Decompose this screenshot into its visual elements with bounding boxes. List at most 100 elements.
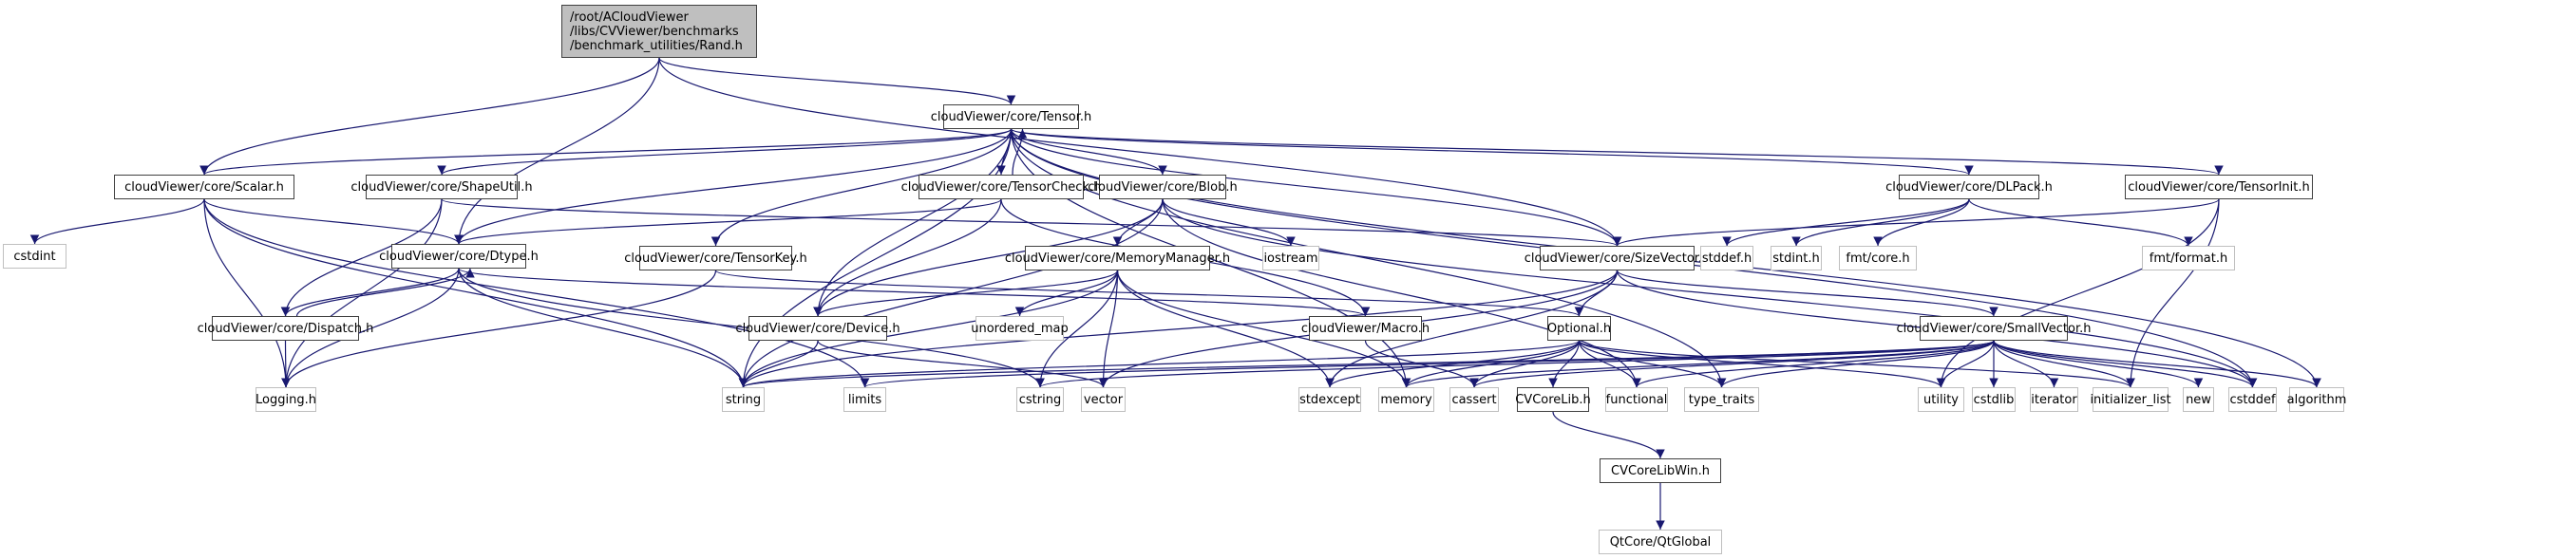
node-algorithm[interactable]: algorithm [2286, 387, 2347, 412]
node-tensorkey[interactable]: cloudViewer/core/TensorKey.h [624, 246, 807, 270]
edge-dtype-to-logging [281, 268, 460, 388]
node-dispatch[interactable]: cloudViewer/core/Dispatch.h [198, 316, 373, 341]
node-fmtcore[interactable]: fmt/core.h [1839, 246, 1917, 270]
edge-blob-to-iostream [1162, 198, 1296, 247]
edge-smallvector-to-cstring [1035, 340, 1995, 388]
node-label: cloudViewer/core/Blob.h [1088, 179, 1238, 195]
node-label: stdexcept [1299, 392, 1360, 407]
edge-blob-to-cstddef [1162, 198, 2258, 388]
node-initializer-list[interactable]: initializer_list [2090, 387, 2171, 412]
edge-memorymanager-to-string [738, 270, 1119, 388]
edge-smallvector-to-limits [861, 340, 1995, 388]
node-memorymanager[interactable]: cloudViewer/core/MemoryManager.h [1005, 246, 1230, 270]
node-tensor[interactable]: cloudViewer/core/Tensor.h [931, 104, 1091, 129]
edge-sizevector-to-string [738, 270, 1619, 388]
node-label: cloudViewer/core/Dispatch.h [197, 321, 374, 336]
node-scalar[interactable]: cloudViewer/core/Scalar.h [114, 175, 294, 199]
node-cvcorelibwin[interactable]: CVCoreLibWin.h [1600, 458, 1721, 483]
node-smallvector[interactable]: cloudViewer/core/SmallVector.h [1896, 316, 2092, 341]
node-label: limits [847, 392, 882, 407]
node-label: string [725, 392, 762, 407]
edge-blob-to-device [813, 198, 1164, 317]
node-shapeutil[interactable]: cloudViewer/core/ShapeUtil.h [350, 175, 533, 199]
node-label: cloudViewer/core/MemoryManager.h [1004, 251, 1231, 266]
node-label: utility [1923, 392, 1959, 407]
node-cvcorelib[interactable]: CVCoreLib.h [1515, 387, 1591, 412]
node-memory[interactable]: memory [1378, 387, 1434, 412]
node-stdexcept[interactable]: stdexcept [1298, 387, 1361, 412]
edge-smallvector-to-functional [1632, 340, 1995, 388]
edge-tensorcheck-to-dtype [454, 198, 1002, 245]
edge-dispatch-to-logging [281, 340, 291, 388]
edge-dtype-to-string [458, 268, 748, 388]
edge-tensorinit-to-initializer_list [2126, 198, 2220, 388]
edge-scalar-to-cstdint [29, 198, 205, 245]
node-unordered-map[interactable]: unordered_map [971, 316, 1069, 341]
node-fmtformat[interactable]: fmt/format.h [2142, 246, 2235, 270]
node-utility[interactable]: utility [1918, 387, 1964, 412]
node-vector[interactable]: vector [1081, 387, 1126, 412]
node-limits[interactable]: limits [843, 387, 886, 412]
edge-smallvector-to-cstddef [1993, 340, 2258, 388]
edge-smallvector-to-cassert [1469, 340, 1995, 388]
node-label: initializer_list [2090, 392, 2171, 407]
node-dtype[interactable]: cloudViewer/core/Dtype.h [379, 244, 539, 269]
edge-memorymanager-to-cstring [1035, 270, 1119, 388]
edge-tensor-to-dlpack [1010, 128, 1974, 176]
edge-smallvector-to-utility [1936, 340, 1995, 388]
edge-smallvector-to-algorithm [1993, 340, 2321, 388]
edge-optional-to-utility [1578, 340, 1946, 388]
node-label: type_traits [1688, 392, 1755, 407]
edge-tensorinit-to-sizevector [1612, 198, 2220, 247]
edge-shapeutil-to-dispatch [280, 198, 443, 317]
node-stdint-h[interactable]: stdint.h [1771, 246, 1822, 270]
node-label: Optional.h [1546, 321, 1612, 336]
edge-rand-to-dtype [454, 57, 660, 245]
node-cstdint[interactable]: cstdint [3, 244, 66, 269]
node-sizevector[interactable]: cloudViewer/core/SizeVector.h [1525, 246, 1710, 270]
node-tensorcheck[interactable]: cloudViewer/core/TensorCheck.h [901, 175, 1101, 199]
node-stddef-h[interactable]: stddef.h [1700, 246, 1753, 270]
edge-tensorcheck-to-device [813, 198, 1002, 317]
node-label: stddef.h [1701, 251, 1752, 266]
node-device[interactable]: cloudViewer/core/Device.h [735, 316, 900, 341]
node-label: cassert [1451, 392, 1497, 407]
node-macro[interactable]: cloudViewer/Macro.h [1301, 316, 1430, 341]
node-cstdlib[interactable]: cstdlib [1972, 387, 2016, 412]
edge-tensorinit-to-utility [1936, 198, 2220, 388]
node-iostream[interactable]: iostream [1262, 246, 1319, 270]
node-label: cloudViewer/core/SizeVector.h [1524, 251, 1711, 266]
node-iterator[interactable]: iterator [2030, 387, 2078, 412]
node-cassert[interactable]: cassert [1449, 387, 1499, 412]
edge-rand-to-scalar [199, 57, 660, 176]
node-optional[interactable]: Optional.h [1547, 316, 1611, 341]
edge-scalar-to-string [203, 198, 748, 388]
node-label: cstring [1018, 392, 1062, 407]
node-dlpack[interactable]: cloudViewer/core/DLPack.h [1885, 175, 2053, 199]
node-label: fmt/core.h [1846, 251, 1910, 266]
edge-rand-to-sizevector [658, 57, 1622, 247]
node-cstring[interactable]: cstring [1016, 387, 1064, 412]
node-new[interactable]: new [2183, 387, 2214, 412]
node-label: iostream [1263, 251, 1318, 266]
edge-rand-to-tensor [658, 57, 1016, 105]
node-type-traits[interactable]: type_traits [1684, 387, 1759, 412]
edge-dlpack-to-fmtformat [1968, 198, 2193, 247]
node-label: cloudViewer/core/Dtype.h [379, 249, 539, 264]
edge-sizevector-to-smallvector [1616, 270, 1998, 317]
node-cstddef[interactable]: cstddef [2228, 387, 2277, 412]
node-blob[interactable]: cloudViewer/core/Blob.h [1088, 175, 1238, 199]
node-label: algorithm [2286, 392, 2347, 407]
node-label: cstdint [13, 249, 56, 264]
node-qtglobal[interactable]: QtCore/QtGlobal [1599, 530, 1722, 554]
edge-tensor-to-tensorkey [710, 128, 1013, 247]
edge-tensor-to-sizevector [1010, 128, 1622, 247]
node-label: CVCoreLib.h [1515, 392, 1591, 407]
node-string[interactable]: string [722, 387, 765, 412]
node-rand[interactable]: /root/ACloudViewer /libs/CVViewer/benchm… [561, 5, 757, 58]
node-label: cloudViewer/core/Scalar.h [124, 179, 284, 195]
node-tensorinit[interactable]: cloudViewer/core/TensorInit.h [2125, 175, 2313, 199]
node-functional[interactable]: functional [1605, 387, 1668, 412]
node-logging[interactable]: Logging.h [256, 387, 316, 412]
